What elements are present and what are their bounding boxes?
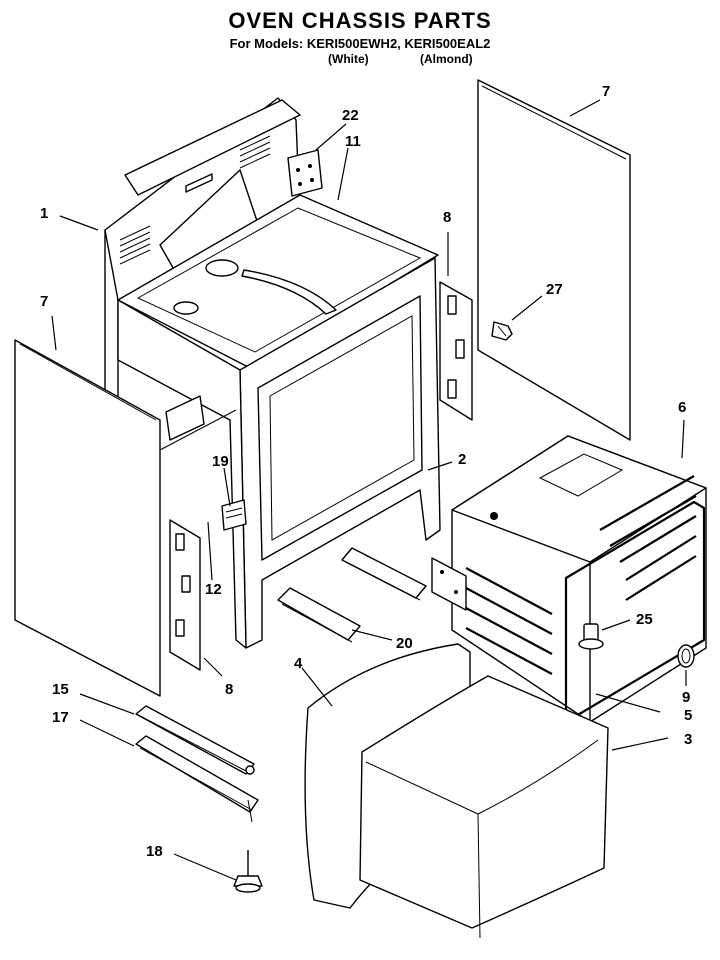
callout-1: 1 [40, 205, 48, 222]
callout-20: 20 [396, 635, 413, 652]
leader-lines [51, 99, 687, 881]
rail-upper [341, 547, 427, 601]
callout-4: 4 [294, 655, 303, 672]
callout-12: 12 [205, 581, 222, 598]
callout-17: 17 [52, 709, 69, 726]
chassis-top-panel [117, 194, 439, 369]
callout-19: 19 [212, 453, 229, 470]
callout-15: 15 [52, 681, 69, 698]
callout-labels: 1 2 3 4 5 6 7 7 8 8 9 11 12 15 17 18 19 … [40, 83, 692, 860]
oven-cavity [451, 435, 707, 723]
page-title: OVEN CHASSIS PARTS [228, 8, 492, 33]
small-bracket [221, 499, 247, 531]
screw-part [491, 321, 513, 341]
insulation-front [359, 675, 609, 939]
variant-almond: (Almond) [420, 52, 473, 66]
callout-9: 9 [682, 689, 690, 706]
light-socket [578, 623, 604, 650]
chassis-back-panel [104, 97, 301, 430]
callout-3: 3 [684, 731, 692, 748]
callout-11: 11 [345, 133, 361, 150]
bracket-17 [135, 735, 259, 823]
callout-8-lower: 8 [225, 681, 233, 698]
callout-25: 25 [636, 611, 653, 628]
callout-8-upper: 8 [443, 209, 451, 226]
callout-5: 5 [684, 707, 692, 724]
chassis-side-structure [117, 299, 247, 649]
rail-lower [277, 587, 361, 643]
callout-18: 18 [146, 843, 163, 860]
callout-7-left: 7 [40, 293, 48, 310]
callout-22: 22 [342, 107, 359, 124]
callout-7-right: 7 [602, 83, 610, 100]
light-lens [677, 644, 695, 668]
callout-6: 6 [678, 399, 686, 416]
chassis-front-frame [239, 257, 441, 649]
bracket-strip-upper [439, 281, 473, 421]
leveling-leg [233, 850, 263, 893]
bracket-15 [135, 705, 255, 775]
bracket-strip-lower [169, 519, 201, 671]
side-panel-left [14, 339, 161, 697]
variant-white: (White) [328, 52, 369, 66]
callout-27: 27 [546, 281, 563, 298]
models-line: For Models: KERI500EWH2, KERI500EAL2 [229, 36, 491, 51]
callout-2: 2 [458, 451, 466, 468]
side-panel-right [477, 79, 631, 441]
element-bracket [431, 557, 467, 611]
hinge-plate [287, 149, 323, 197]
